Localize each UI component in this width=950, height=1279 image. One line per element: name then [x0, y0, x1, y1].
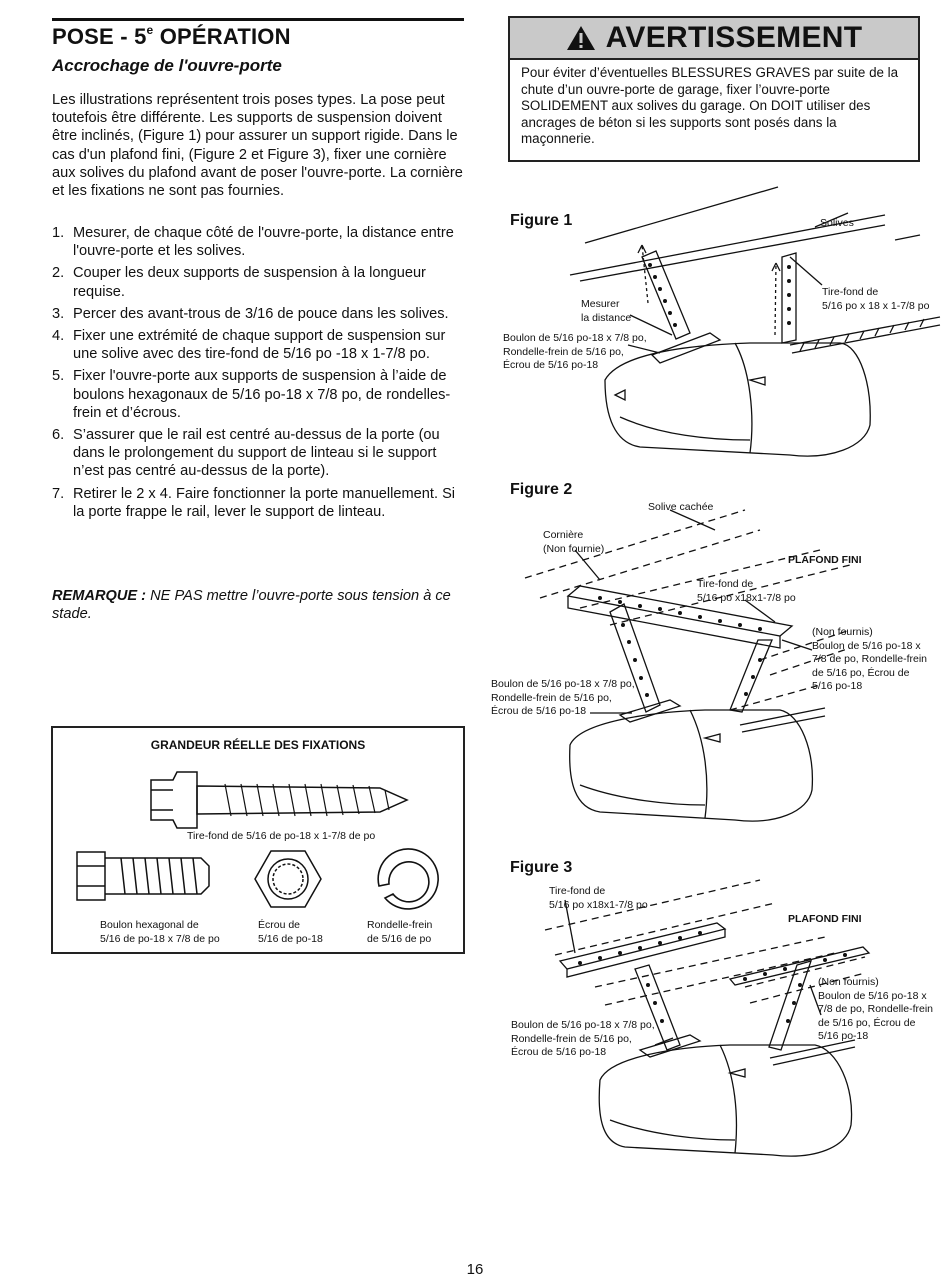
- page-subtitle: Accrochage de l'ouvre-porte: [52, 56, 282, 75]
- lock-washer-icon: [377, 848, 439, 910]
- warning-header: AVERTISSEMENT: [510, 18, 918, 60]
- figure2-label: Figure 2: [510, 481, 573, 498]
- nut-icon: [254, 850, 322, 908]
- page-title: POSE - 5e OPÉRATION: [52, 22, 291, 49]
- header-rule: [52, 18, 464, 21]
- step-item: 5.Fixer l'ouvre-porte aux supports de su…: [52, 368, 451, 421]
- step-item: 3.Percer des avant-trous de 3/16 de pouc…: [52, 305, 449, 322]
- warning-title: AVERTISSEMENT: [605, 21, 863, 54]
- page-number: 16: [466, 1261, 484, 1278]
- figure3-label: Figure 3: [510, 859, 573, 876]
- remark: REMARQUE : NE PAS mettre l’ouvre-porte s…: [52, 588, 451, 623]
- figure2-boulon-label: Boulon de 5/16 po-18 x 7/8 po,Rondelle-f…: [491, 678, 635, 717]
- figure3-plafond-label: PLAFOND FINI: [788, 913, 862, 925]
- intro-paragraph: Les illustrations représentent trois pos…: [52, 92, 463, 200]
- figure1-boulon-label: Boulon de 5/16 po-18 x 7/8 po,Rondelle-f…: [503, 332, 647, 371]
- hex-bolt-icon: [76, 851, 210, 901]
- step-item: 1.Mesurer, de chaque côté de l'ouvre-por…: [52, 225, 454, 260]
- warning-text: Pour éviter d’éventuelles BLESSURES GRAV…: [521, 65, 899, 146]
- step-item: 4.Fixer une extrémité de chaque support …: [52, 328, 446, 363]
- warning-box: AVERTISSEMENT Pour éviter d’éventuelles …: [508, 16, 920, 162]
- figure1-illustration: [569, 186, 941, 457]
- lag-screw-caption: Tire-fond de 5/16 de po-18 x 1-7/8 de po: [187, 830, 376, 842]
- lag-screw-icon: [150, 771, 409, 829]
- figure1-label: Figure 1: [510, 212, 573, 229]
- step-item: 7.Retirer le 2 x 4. Faire fonctionner la…: [52, 485, 456, 520]
- figure2-corniere-label: Cornière(Non fournie): [543, 529, 605, 555]
- figure1-solives-label: Solives: [820, 217, 854, 229]
- fasteners-box: GRANDEUR RÉELLE DES FIXATIONS Tire-fond …: [51, 726, 465, 954]
- fasteners-title: GRANDEUR RÉELLE DES FIXATIONS: [150, 738, 366, 752]
- figure2-illustration: [524, 509, 851, 822]
- step-item: 2.Couper les deux supports de suspension…: [52, 265, 426, 300]
- step-item: 6.S’assurer que le rail est centré au-de…: [52, 427, 440, 480]
- warning-triangle-icon: [566, 26, 595, 50]
- steps-list: 1.Mesurer, de chaque côté de l'ouvre-por…: [52, 224, 468, 525]
- figure3-illustration: [544, 879, 871, 1157]
- figure2-solive-label: Solive cachée: [648, 501, 714, 513]
- figure2-plafond-label: PLAFOND FINI: [788, 554, 862, 566]
- figure3-boulon-label: Boulon de 5/16 po-18 x 7/8 po,Rondelle-f…: [511, 1019, 655, 1058]
